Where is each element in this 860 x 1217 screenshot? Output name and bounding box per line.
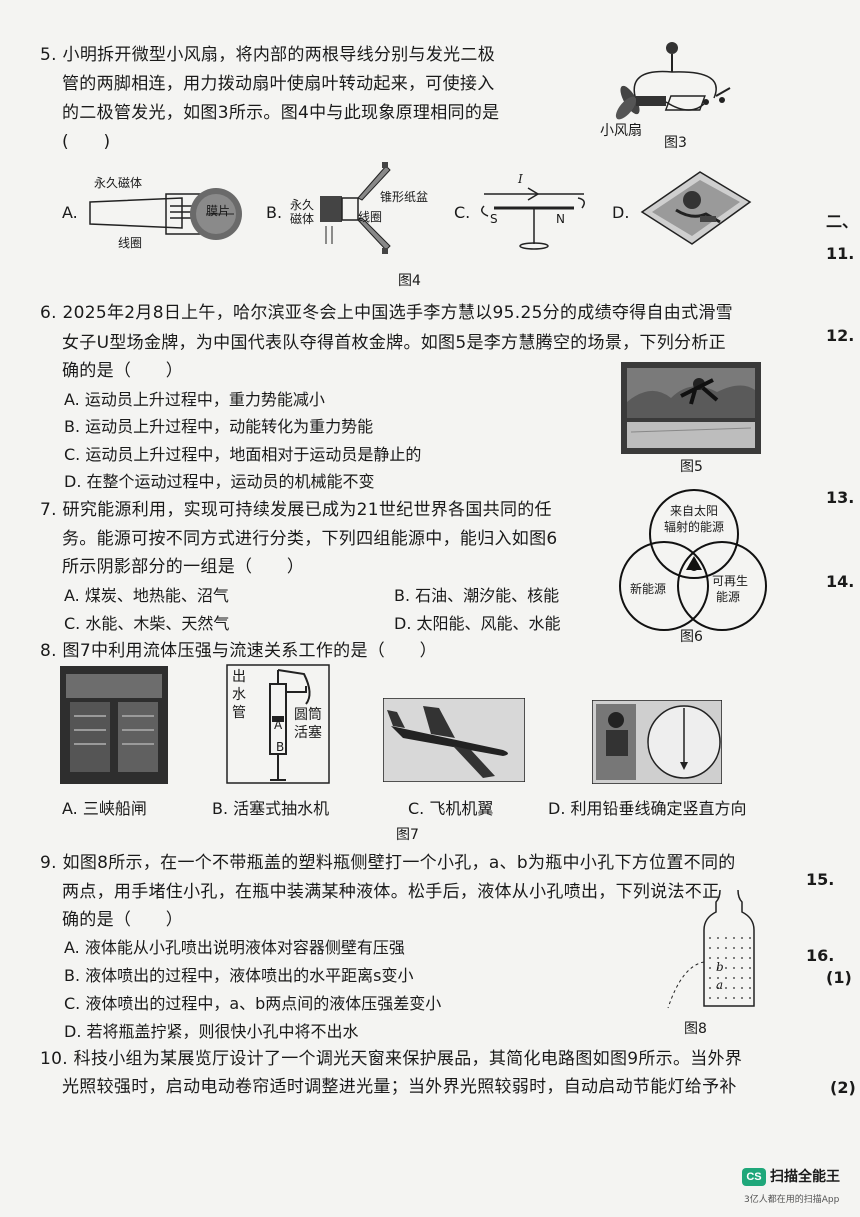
edge-part-2: (2) xyxy=(830,1078,856,1097)
bottle-point-a: a xyxy=(716,978,724,992)
fig4b-coil-label: 线圈 xyxy=(358,210,383,224)
q9-line-3: 确的是（ ） xyxy=(62,910,184,930)
q5-line-1: 5. 小明拆开微型小风扇，将内部的两根导线分别与发光二极 xyxy=(40,45,496,65)
pump-outlet-label-3: 管 xyxy=(232,705,246,721)
venn-top-label-2: 辐射的能源 xyxy=(664,520,725,534)
edge-number-11: 11. xyxy=(826,244,855,263)
q7-line-3: 所示阴影部分的一组是（ ） xyxy=(62,557,305,577)
q9-option-d: D. 若将瓶盖拧紧，则很快小孔中将不出水 xyxy=(64,1022,359,1041)
fig6-caption: 图6 xyxy=(680,629,703,645)
q6-option-b: B. 运动员上升过程中，动能转化为重力势能 xyxy=(64,417,374,436)
pump-outlet-label-1: 出 xyxy=(232,669,246,685)
edge-number-12: 12. xyxy=(826,326,855,345)
q9-option-c: C. 液体喷出的过程中，a、b两点间的液体压强差变小 xyxy=(64,994,442,1013)
q5-line-2: 管的两脚相连，用力拨动扇叶使扇叶转动起来，可使接入 xyxy=(62,74,495,94)
figure-7d-plumb-line-photo xyxy=(592,700,722,784)
q6-option-a: A. 运动员上升过程中，重力势能减小 xyxy=(64,390,325,409)
q8-option-d: D. 利用铅垂线确定竖直方向 xyxy=(548,799,747,818)
figure-7c-airplane-photo xyxy=(383,698,525,782)
fig4b-magnet-label-2: 磁体 xyxy=(290,212,315,226)
q6-line-3: 确的是（ ） xyxy=(62,361,184,381)
edge-number-14: 14. xyxy=(826,572,855,591)
q7-line-2: 务。能源可按不同方式进行分类，下列四组能源中，能归入如图6 xyxy=(62,529,558,549)
edge-part-1: (1) xyxy=(826,968,852,987)
fig4b-cone-label: 锥形纸盆 xyxy=(380,190,429,204)
q8-line: 8. 图7中利用流体压强与流速关系工作的是（ ） xyxy=(40,641,437,661)
q9-line-1: 9. 如图8所示，在一个不带瓶盖的塑料瓶侧壁打一个小孔，a、b为瓶中小孔下方位置… xyxy=(40,853,736,873)
venn-left-label: 新能源 xyxy=(630,582,667,596)
fig3-fan-label: 小风扇 xyxy=(600,123,642,139)
section-2-marker: 二、 xyxy=(826,212,859,231)
q5-line-4: ( ) xyxy=(62,132,111,152)
venn-top-label-1: 来自太阳 xyxy=(670,504,719,518)
fig4-option-b: B. xyxy=(266,203,283,222)
q6-option-d: D. 在整个运动过程中，运动员的机械能不变 xyxy=(64,472,375,491)
figure-5-skier-photo xyxy=(621,362,761,454)
bottle-point-b: b xyxy=(716,960,724,974)
q7-option-d: D. 太阳能、风能、水能 xyxy=(394,614,561,633)
figure-8-bottle xyxy=(667,889,755,1009)
q8-option-b: B. 活塞式抽水机 xyxy=(212,799,330,818)
figure-6-venn-diagram xyxy=(619,489,767,631)
fig4a-coil-label: 线圈 xyxy=(118,236,143,250)
fig4c-s-label: S xyxy=(490,212,498,226)
figure-4a-microphone xyxy=(89,188,242,240)
figure-4c-oersted xyxy=(481,187,585,250)
pump-valve-b-label: B xyxy=(276,740,285,754)
figure-7b-piston-pump xyxy=(226,664,330,784)
fig5-caption: 图5 xyxy=(680,459,703,475)
fig4-option-a: A. xyxy=(62,203,78,222)
q9-line-2: 两点，用手堵住小孔，在瓶中装满某种液体。松手后，液体从小孔喷出，下列说法不正 xyxy=(62,882,720,902)
figure-4d-motor-board xyxy=(640,171,752,245)
fig4-option-d: D. xyxy=(612,203,630,222)
fig8-caption: 图8 xyxy=(684,1021,707,1037)
cs-logo-icon: CS xyxy=(742,1168,766,1186)
venn-right-label-2: 能源 xyxy=(716,590,741,604)
q7-line-1: 7. 研究能源利用，实现可持续发展已成为21世纪世界各国共同的任 xyxy=(40,500,552,520)
q9-option-a: A. 液体能从小孔喷出说明液体对容器侧壁有压强 xyxy=(64,938,405,957)
q5-line-3: 的二极管发光，如图3所示。图4中与此现象原理相同的是 xyxy=(62,103,500,123)
figure-3-fan-led xyxy=(615,42,731,120)
fig4a-magnet-label: 永久磁体 xyxy=(94,176,143,190)
pump-valve-a-label: A xyxy=(274,718,283,732)
edge-number-13: 13. xyxy=(826,488,855,507)
q6-line-1: 6. 2025年2月8日上午，哈尔滨亚冬会上中国选手李方慧以95.25分的成绩夺… xyxy=(40,303,733,323)
watermark-slogan: 3亿人都在用的扫描App xyxy=(744,1195,840,1205)
edge-number-16: 16. xyxy=(806,946,835,965)
fig3-caption: 图3 xyxy=(664,135,687,151)
fig4c-current-label: I xyxy=(518,172,523,186)
q6-line-2: 女子U型场金牌，为中国代表队夺得首枚金牌。如图5是李方慧腾空的场景，下列分析正 xyxy=(62,333,726,353)
figure-7a-ship-lock-photo xyxy=(60,666,168,784)
q8-option-c: C. 飞机机翼 xyxy=(408,799,494,818)
q7-option-b: B. 石油、潮汐能、核能 xyxy=(394,586,560,605)
q9-option-b: B. 液体喷出的过程中，液体喷出的水平距离s变小 xyxy=(64,966,414,985)
q7-option-a: A. 煤炭、地热能、沼气 xyxy=(64,586,229,605)
watermark-brand: 扫描全能王 xyxy=(770,1169,840,1185)
q7-option-c: C. 水能、木柴、天然气 xyxy=(64,614,230,633)
fig4-option-c: C. xyxy=(454,203,471,222)
pump-piston-label-2: 活塞 xyxy=(294,725,322,741)
q6-option-c: C. 运动员上升过程中，地面相对于运动员是静止的 xyxy=(64,445,422,464)
fig7-caption: 图7 xyxy=(396,827,419,843)
q10-line-2: 光照较强时，启动电动卷帘适时调整进光量；当外界光照较弱时，自动启动节能灯给予补 xyxy=(62,1077,737,1097)
edge-number-15: 15. xyxy=(806,870,835,889)
fig4-caption: 图4 xyxy=(398,273,421,289)
q8-option-a: A. 三峡船闸 xyxy=(62,799,147,818)
figure-4b-speaker xyxy=(320,162,391,254)
fig4c-n-label: N xyxy=(556,212,565,226)
pump-outlet-label-2: 水 xyxy=(232,687,246,703)
pump-piston-label-1: 圆筒 xyxy=(294,707,322,723)
q10-line-1: 10. 科技小组为某展览厅设计了一个调光天窗来保护展品，其简化电路图如图9所示。… xyxy=(40,1049,743,1069)
fig4b-magnet-label-1: 永久 xyxy=(290,198,315,212)
fig4a-diaphragm-label: 膜片 xyxy=(206,204,231,218)
venn-right-label-1: 可再生 xyxy=(712,574,749,588)
